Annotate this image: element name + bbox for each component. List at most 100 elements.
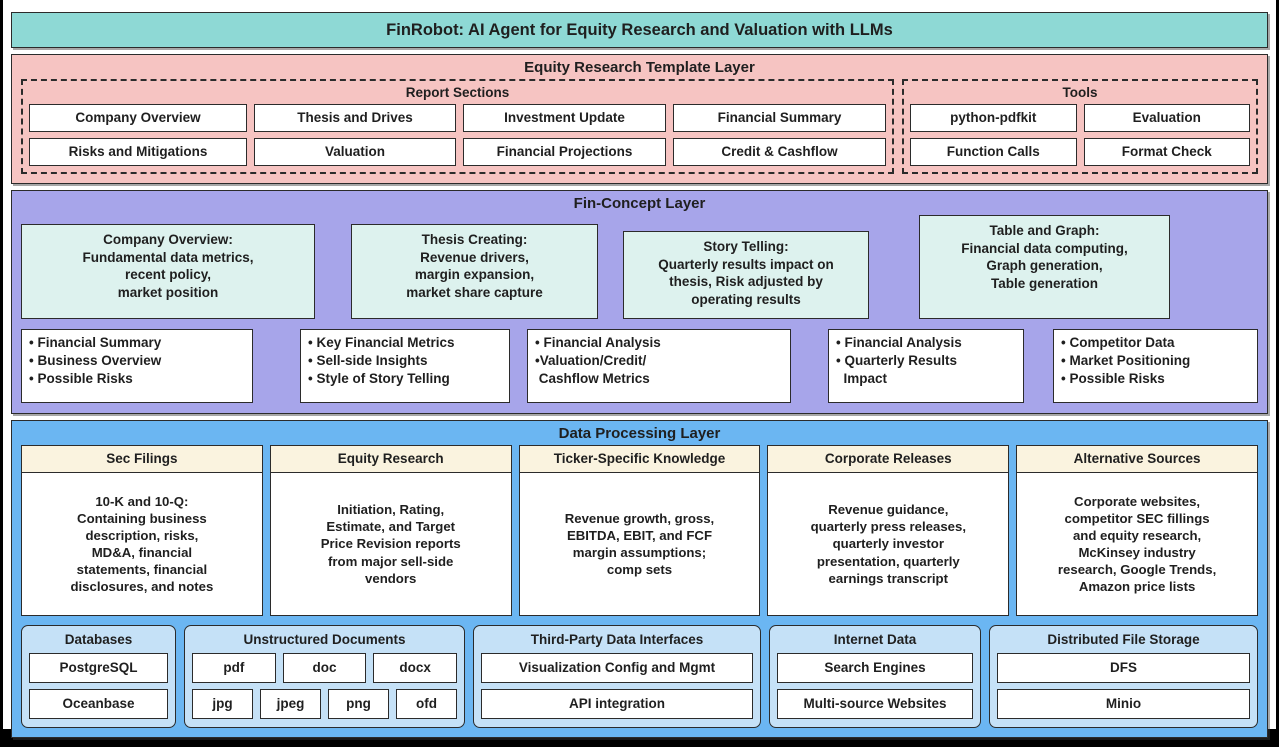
- text-line: EBITDA, EBIT, and FCF: [566, 527, 713, 543]
- bullet-item: • Possible Risks: [29, 370, 133, 386]
- text-line: thesis, Risk adjusted by: [669, 274, 823, 290]
- storage-panel-title: Distributed File Storage: [1047, 632, 1200, 647]
- data-source-title: Corporate Releases: [768, 446, 1009, 473]
- bullet-item: • Style of Story Telling: [308, 370, 450, 386]
- text-line: Estimate, and Target: [326, 519, 456, 535]
- concept-bullets-table-and-graph: • Competitor Data• Market Positioning• P…: [1053, 329, 1258, 403]
- data-source-title: Ticker-Specific Knowledge: [519, 446, 760, 473]
- equity-research-template-layer: Equity Research Template Layer Report Se…: [11, 54, 1268, 184]
- concept-bullets-quarterly: • Financial Analysis• Quarterly Results …: [828, 329, 1024, 403]
- storage-chip-row: Visualization Config and Mgmt: [481, 653, 753, 683]
- concept-bullets-thesis-creating: • Key Financial Metrics• Sell-side Insig…: [300, 329, 510, 403]
- bullet-item: • Market Positioning: [1061, 352, 1191, 368]
- text-line: 10-K and 10-Q:: [95, 493, 189, 509]
- text-line: Fundamental data metrics,: [82, 249, 254, 265]
- data-source-corporate-releases: Corporate Releases Revenue guidance,quar…: [767, 445, 1010, 616]
- tool-python-pdfkit[interactable]: python-pdfkit: [910, 104, 1077, 132]
- fin-concept-layer: Fin-Concept Layer Company Overview: Funda…: [11, 190, 1268, 414]
- storage-chip-postgresql[interactable]: PostgreSQL: [29, 653, 168, 683]
- text-block: Thesis Creating:Revenue drivers,margin e…: [356, 231, 593, 301]
- data-source-alternative-sources: Alternative Sources Corporate websites,c…: [1016, 445, 1258, 616]
- text-line: and equity research,: [1072, 527, 1202, 543]
- text-line: quarterly investor: [832, 536, 944, 552]
- text-line: Financial data computing,: [961, 240, 1128, 256]
- storage-panel-third-party-data-interfaces: Third-Party Data Interfaces Visualizatio…: [473, 625, 761, 728]
- storage-chip-minio[interactable]: Minio: [997, 689, 1250, 719]
- text-line: vendors: [365, 570, 417, 586]
- bullet-item: • Financial Analysis: [535, 335, 661, 350]
- storage-chip-row: Multi-source Websites: [777, 689, 973, 719]
- report-section-company-overview[interactable]: Company Overview: [29, 104, 247, 132]
- report-section-risks-and-mitigations[interactable]: Risks and Mitigations: [29, 138, 247, 166]
- storage-chip-png[interactable]: png: [328, 689, 389, 719]
- storage-panel-title: Unstructured Documents: [243, 632, 406, 647]
- text-line: operating results: [691, 291, 801, 307]
- text-line: Price Revision reports: [320, 536, 461, 552]
- storage-chip-oceanbase[interactable]: Oceanbase: [29, 689, 168, 719]
- text-line: disclosures, and notes: [70, 579, 214, 595]
- text-block: Corporate websites,competitor SEC fillin…: [1058, 493, 1216, 596]
- storage-chip-jpg[interactable]: jpg: [192, 689, 253, 719]
- tool-evaluation[interactable]: Evaluation: [1083, 104, 1250, 132]
- report-section-valuation[interactable]: Valuation: [254, 138, 456, 166]
- text-line: Amazon price lists: [1078, 579, 1196, 595]
- bullet-item: • Sell-side Insights: [308, 352, 428, 368]
- storage-chip-doc[interactable]: doc: [282, 653, 367, 683]
- report-section-thesis-and-drives[interactable]: Thesis and Drives: [254, 104, 456, 132]
- text-line: Initiation, Rating,: [337, 502, 445, 518]
- concept-layer-title: Fin-Concept Layer: [573, 195, 706, 212]
- data-processing-layer: Data Processing Layer Sec Filings 10-K a…: [11, 420, 1268, 738]
- report-section-financial-summary[interactable]: Financial Summary: [673, 104, 886, 132]
- storage-panel-distributed-file-storage: Distributed File Storage DFS Minio: [989, 625, 1258, 728]
- text-line: Quarterly results impact on: [658, 256, 834, 272]
- concept-bullets-story-telling: • Financial Analysis•Valuation/Credit/ C…: [527, 329, 791, 403]
- bullet-item: • Quarterly Results: [836, 352, 958, 368]
- storage-chip-visualization-config-and-mgmt[interactable]: Visualization Config and Mgmt: [481, 653, 753, 683]
- tools-group: Tools python-pdfkit Evaluation Function …: [902, 79, 1258, 174]
- storage-chip-dfs[interactable]: DFS: [997, 653, 1250, 683]
- report-sections-row-2: Risks and Mitigations Valuation Financia…: [29, 138, 886, 166]
- bullet-item: Cashflow Metrics: [535, 370, 650, 386]
- storage-chip-ofd[interactable]: ofd: [396, 689, 457, 719]
- text-line: market share capture: [406, 284, 543, 300]
- report-section-investment-update[interactable]: Investment Update: [463, 104, 666, 132]
- storage-chip-pdf[interactable]: pdf: [192, 653, 276, 683]
- report-section-credit-and-cashflow[interactable]: Credit & Cashflow: [673, 138, 886, 166]
- concept-card-thesis-creating: Thesis Creating:Revenue drivers,margin e…: [351, 224, 598, 319]
- data-source-equity-research: Equity Research Initiation, Rating,Estim…: [269, 445, 512, 616]
- concept-card-table-and-graph: Table and Graph:Financial data computing…: [919, 215, 1170, 319]
- storage-chip-jpeg[interactable]: jpeg: [260, 689, 321, 719]
- tool-format-check[interactable]: Format Check: [1083, 138, 1250, 166]
- storage-chip-row: PostgreSQL: [29, 653, 168, 683]
- text-block: Story Telling: Quarterly results impact o…: [628, 238, 864, 308]
- data-source-body: Revenue guidance,quarterly press release…: [768, 473, 1008, 615]
- data-source-body: Corporate websites,competitor SEC fillin…: [1017, 473, 1257, 615]
- storage-chip-search-engines[interactable]: Search Engines: [777, 653, 973, 683]
- text-line: research, Google Trends,: [1057, 562, 1217, 578]
- report-section-financial-projections[interactable]: Financial Projections: [463, 138, 666, 166]
- text-line: from major sell-side: [328, 553, 454, 569]
- text-line: Story Telling:: [703, 239, 789, 254]
- tool-function-calls[interactable]: Function Calls: [910, 138, 1077, 166]
- storage-chip-multi-source-websites[interactable]: Multi-source Websites: [777, 689, 973, 719]
- text-line: recent policy,: [124, 267, 212, 283]
- concept-bullets-row: • Financial Summary• Business Overview• …: [12, 319, 1267, 413]
- storage-chip-api-integration[interactable]: API integration: [481, 689, 753, 719]
- text-line: earnings transcript: [828, 570, 949, 586]
- text-line: Graph generation,: [986, 258, 1103, 274]
- storage-chip-docx[interactable]: docx: [373, 653, 458, 683]
- diagram-content: FinRobot: AI Agent for Equity Research a…: [11, 12, 1268, 738]
- text-line: Company Overview:: [103, 232, 233, 247]
- report-sections-row-1: Company Overview Thesis and Drives Inves…: [29, 104, 886, 132]
- text-line: Containing business: [77, 510, 207, 526]
- storage-chip-row: Search Engines: [777, 653, 973, 683]
- report-sections-group: Report Sections Company Overview Thesis …: [21, 79, 894, 174]
- template-layer-title: Equity Research Template Layer: [524, 59, 755, 76]
- bullet-item: • Financial Summary: [29, 335, 162, 350]
